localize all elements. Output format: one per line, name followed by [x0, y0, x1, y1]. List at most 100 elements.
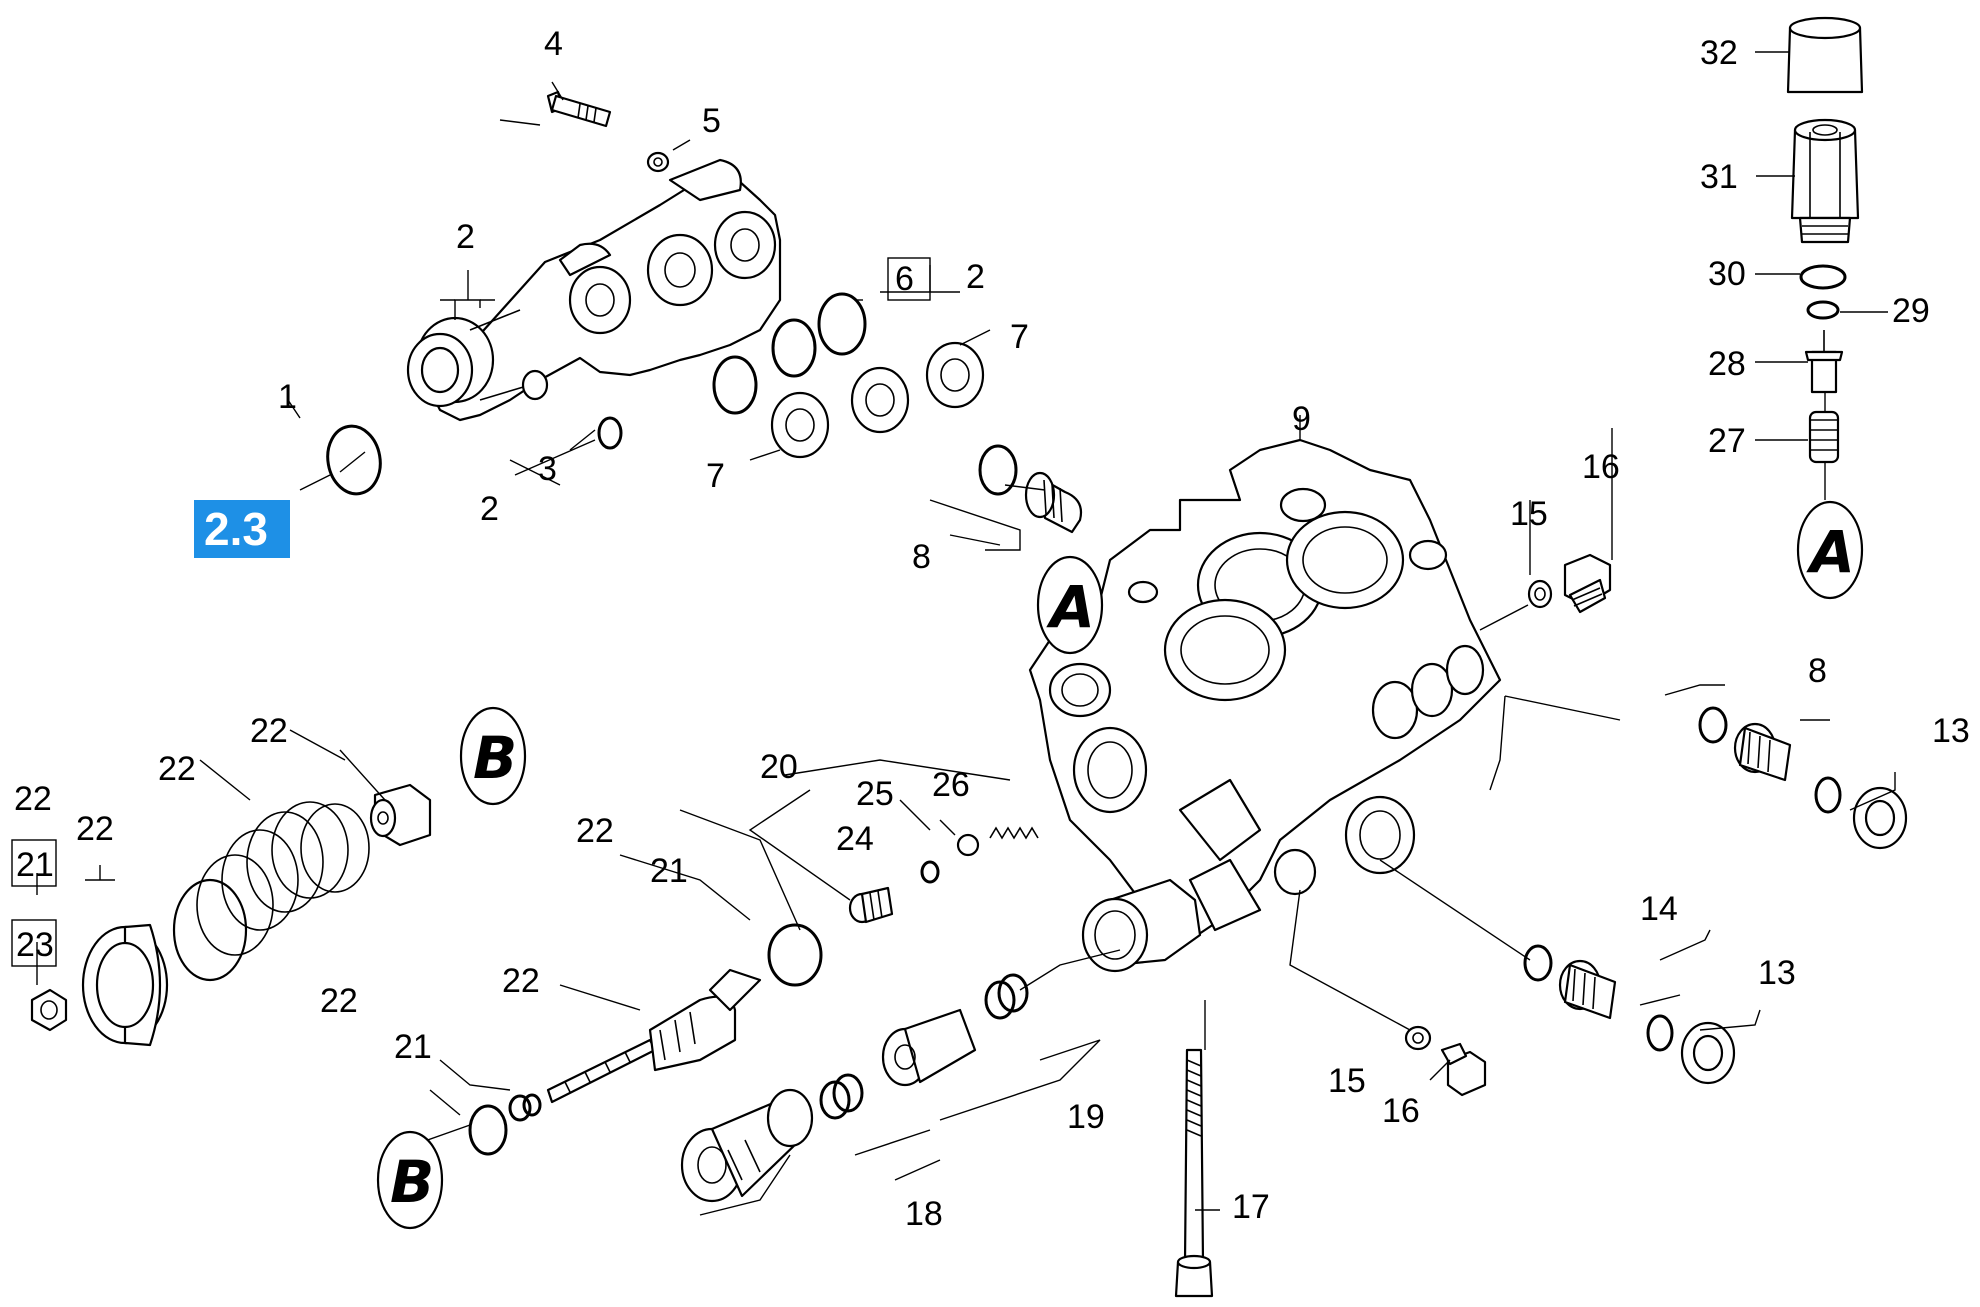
label-part-2: 2: [966, 258, 985, 296]
label-part-28: 28: [1708, 345, 1746, 383]
o-ring-part-8: [978, 444, 1018, 496]
o-ring-part-3: [597, 416, 623, 450]
label-part-22: 22: [576, 812, 614, 850]
label-part-4: 4: [544, 25, 563, 63]
piston-part-28: [1804, 330, 1844, 394]
nut-part-22-b: [369, 783, 432, 847]
valve-cartridge-part-14: [1558, 959, 1617, 1020]
svg-text:B: B: [473, 724, 517, 792]
hex-fitting-part-31: [1790, 118, 1860, 244]
plug-part-16-top: [1563, 553, 1612, 614]
label-part-30: 30: [1708, 255, 1746, 293]
section-badge[interactable]: 2.3: [194, 500, 290, 558]
marker-b-lower: B: [376, 1130, 444, 1230]
label-part-22: 22: [14, 780, 52, 818]
o-ring-lower-13: [1646, 1014, 1674, 1052]
piston-part-18: [680, 1088, 814, 1203]
sleeve-part-19: [881, 1008, 977, 1087]
label-part-19: 19: [1067, 1098, 1105, 1136]
label-part-22: 22: [158, 750, 196, 788]
ball-part-25: [956, 833, 980, 857]
marker-a-unloader: A: [1796, 500, 1864, 600]
label-part-25: 25: [856, 775, 894, 813]
label-part-5: 5: [702, 102, 721, 140]
label-part-17: 17: [1232, 1188, 1270, 1226]
section-badge-label: 2.3: [204, 503, 268, 555]
o-ring-part-14: [1523, 944, 1553, 982]
label-part-20: 20: [760, 748, 798, 786]
label-part-26: 26: [932, 766, 970, 804]
section-badge-background: [194, 500, 290, 558]
label-part-24: 24: [836, 820, 874, 858]
leader-lines: [36, 81, 1896, 1216]
bolt-part-4: [546, 90, 612, 128]
part-labels: 1 2 2 2 3 4 5 6 7 7 8 8 9 13 13 14 15 15…: [14, 25, 1970, 1233]
marker-b-upper: B: [459, 706, 527, 806]
plug-part-13-lower: [1680, 1021, 1736, 1085]
spring-part-27: [1808, 410, 1840, 464]
check-valve-part-24: [848, 886, 894, 924]
label-part-3: 3: [538, 450, 557, 488]
label-part-22: 22: [502, 962, 540, 1000]
label-part-23: 23: [16, 926, 54, 964]
pressure-cap-part-32: [1786, 16, 1864, 94]
svg-text:A: A: [1806, 518, 1855, 586]
label-part-6: 6: [895, 260, 914, 298]
label-part-32: 32: [1700, 34, 1738, 72]
label-part-1: 1: [278, 378, 297, 416]
inlet-fitting: [1081, 878, 1202, 973]
o-ring-part-6c: [712, 355, 758, 415]
marker-a-housing: A: [1036, 555, 1104, 655]
o-ring-part-18-a: [819, 1080, 851, 1120]
nut-part-23: [30, 988, 68, 1032]
label-frames: [11, 257, 931, 967]
label-part-13: 13: [1758, 954, 1796, 992]
o-ring-right-8: [1698, 706, 1728, 744]
label-part-14: 14: [1640, 890, 1678, 928]
valve-cartridge-part-8-right: [1733, 722, 1792, 782]
label-part-7: 7: [1010, 318, 1029, 356]
valve-cartridge-part-8: [1024, 471, 1083, 534]
label-part-8: 8: [1808, 652, 1827, 690]
o-ring-part-21-c: [508, 1094, 532, 1122]
label-part-16: 16: [1582, 448, 1620, 486]
label-part-31: 31: [1700, 158, 1738, 196]
valve-seat-part-7: [770, 341, 985, 459]
washer-part-5: [646, 151, 670, 173]
washer-part-15-top: [1527, 579, 1553, 609]
label-part-15: 15: [1510, 495, 1548, 533]
cap-part-22-left: [81, 923, 169, 1047]
label-part-9: 9: [1292, 400, 1311, 438]
o-ring-part-1: [326, 424, 382, 496]
o-ring-part-19-a: [984, 980, 1016, 1020]
spring-part-22: [172, 801, 370, 982]
label-part-8: 8: [912, 538, 931, 576]
label-part-15: 15: [1328, 1062, 1366, 1100]
o-ring-part-6b: [771, 318, 817, 378]
valve-stem-part-22: [546, 968, 762, 1104]
o-ring-part-24: [920, 860, 940, 884]
o-ring-part-21-b: [468, 1104, 508, 1156]
label-part-7: 7: [706, 457, 725, 495]
label-part-16: 16: [1382, 1092, 1420, 1130]
plug-part-16-lower: [1440, 1042, 1487, 1097]
label-part-13: 13: [1932, 712, 1970, 750]
o-ring-right-13: [1814, 776, 1842, 814]
label-part-22: 22: [76, 810, 114, 848]
label-part-21: 21: [16, 846, 54, 884]
svg-text:B: B: [390, 1148, 434, 1216]
bolt-part-17: [1174, 1048, 1214, 1298]
o-ring-part-6: [817, 292, 867, 356]
cylinder-head-assembly: [406, 158, 782, 422]
pump-housing-part-9: [1028, 438, 1502, 942]
label-ticks: [1755, 51, 1888, 500]
svg-text:A: A: [1046, 573, 1095, 641]
label-part-29: 29: [1892, 292, 1930, 330]
o-ring-part-29: [1806, 300, 1840, 320]
label-part-27: 27: [1708, 422, 1746, 460]
spring-part-26: [989, 826, 1039, 840]
o-ring-part-19-b: [997, 973, 1029, 1013]
o-ring-part-30: [1799, 264, 1847, 290]
